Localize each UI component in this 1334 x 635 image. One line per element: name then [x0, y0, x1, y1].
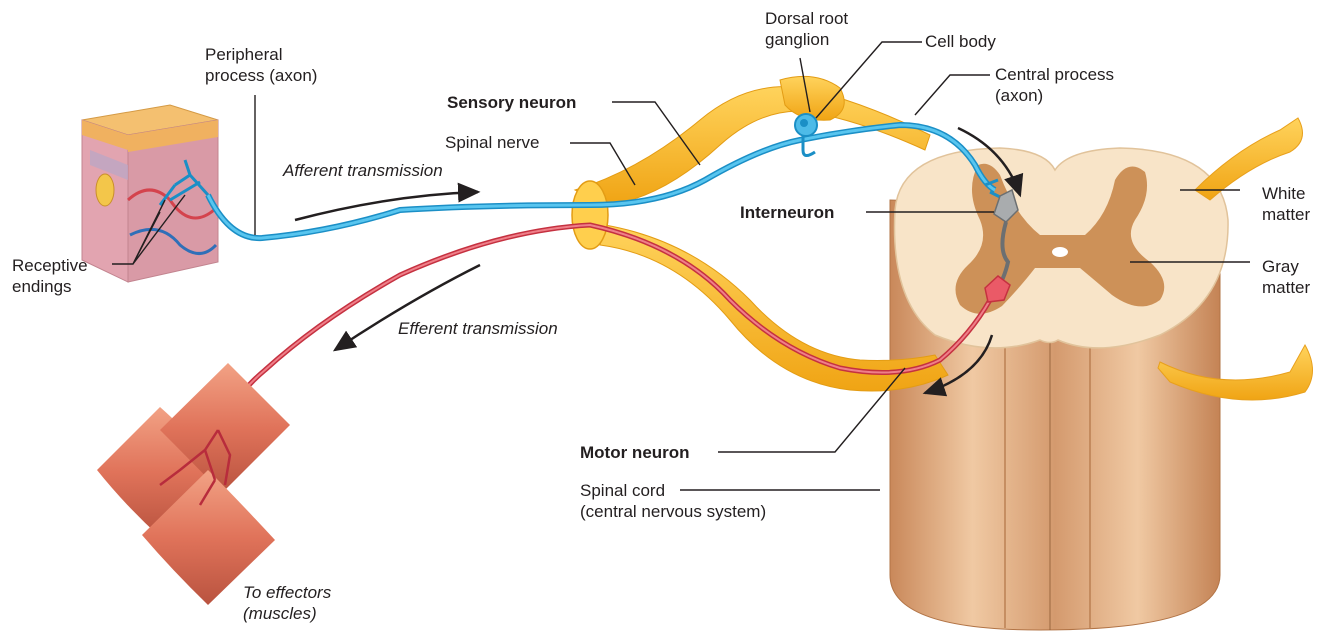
- label-peripheral-process-line2: process (axon): [205, 65, 317, 86]
- label-dorsal-root-ganglion: Dorsal root ganglion: [765, 8, 848, 50]
- label-to-effectors-line2: (muscles): [243, 603, 331, 624]
- label-central-process-line1: Central process: [995, 64, 1114, 85]
- label-spinal-nerve: Spinal nerve: [445, 132, 540, 153]
- label-to-effectors: To effectors (muscles): [243, 582, 331, 624]
- label-spinal-cord-line2: (central nervous system): [580, 501, 766, 522]
- label-white-matter-line2: matter: [1262, 204, 1310, 225]
- label-gray-matter-line1: Gray: [1262, 256, 1310, 277]
- label-to-effectors-line1: To effectors: [243, 582, 331, 603]
- label-gray-matter-line2: matter: [1262, 277, 1310, 298]
- label-peripheral-process-line1: Peripheral: [205, 44, 317, 65]
- label-motor-neuron: Motor neuron: [580, 442, 690, 463]
- label-central-process-line2: (axon): [995, 85, 1114, 106]
- label-cell-body: Cell body: [925, 31, 996, 52]
- label-white-matter-line1: White: [1262, 183, 1310, 204]
- label-dorsal-root-ganglion-line2: ganglion: [765, 29, 848, 50]
- label-sensory-neuron: Sensory neuron: [447, 92, 576, 113]
- skin-receptor-block: [82, 105, 218, 282]
- label-gray-matter: Gray matter: [1262, 256, 1310, 298]
- label-central-process: Central process (axon): [995, 64, 1114, 106]
- label-peripheral-process: Peripheral process (axon): [205, 44, 317, 86]
- label-spinal-cord-line1: Spinal cord: [580, 480, 766, 501]
- spinal-cord: [890, 118, 1313, 630]
- muscle-effectors: [97, 363, 290, 605]
- label-interneuron: Interneuron: [740, 202, 834, 223]
- label-spinal-cord: Spinal cord (central nervous system): [580, 480, 766, 522]
- label-afferent-transmission: Afferent transmission: [283, 160, 443, 181]
- label-receptive-endings-line1: Receptive: [12, 255, 88, 276]
- label-receptive-endings: Receptive endings: [12, 255, 88, 297]
- label-white-matter: White matter: [1262, 183, 1310, 225]
- label-receptive-endings-line2: endings: [12, 276, 88, 297]
- label-dorsal-root-ganglion-line1: Dorsal root: [765, 8, 848, 29]
- label-efferent-transmission: Efferent transmission: [398, 318, 558, 339]
